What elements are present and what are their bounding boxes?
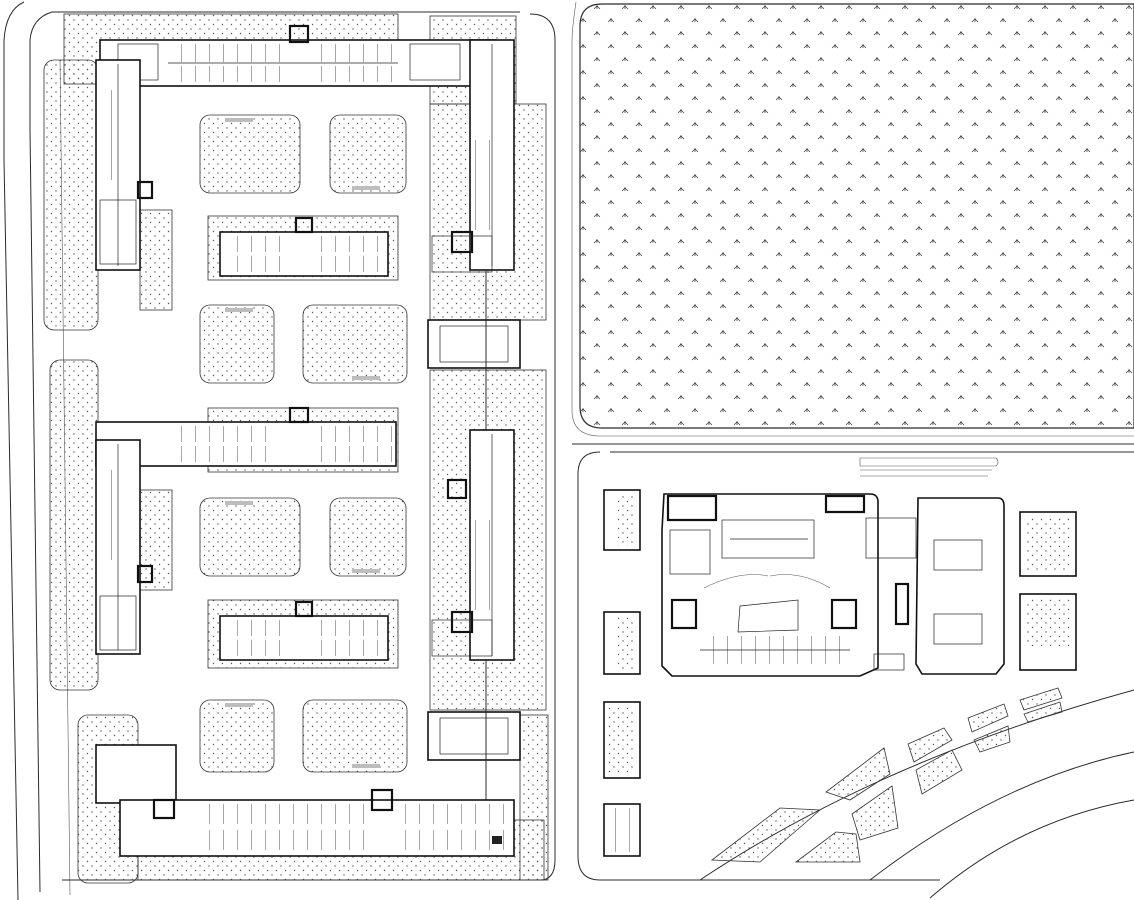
bench-7 [225, 703, 253, 707]
curved-road-2 [869, 751, 1134, 881]
courtyard-7 [199, 699, 275, 773]
bench-4 [352, 376, 380, 380]
dormitory-wing-east-upper [431, 39, 515, 273]
annex [865, 497, 1005, 675]
central-building-area [577, 451, 1134, 899]
dormitory-wing-west-upper [95, 59, 154, 271]
courtyard-west-gap-2 [139, 489, 173, 591]
curved-road-3 [929, 799, 1134, 899]
landscape-strip-west-2 [49, 359, 99, 691]
bench-1 [225, 118, 253, 122]
pavilion-2 [427, 660, 521, 800]
main-hall [661, 493, 879, 677]
west-campus [3, 1, 556, 900]
planter-5-fill [1024, 516, 1072, 572]
courtyard-8 [302, 699, 408, 773]
curved-bed-2 [794, 831, 861, 863]
courtyard-1 [199, 114, 301, 194]
dormitory-block-mid-2 [219, 600, 389, 661]
curved-bed-7 [967, 703, 1009, 733]
courtyard-3 [199, 304, 275, 384]
landscape-strip-west-1 [43, 59, 99, 331]
curved-bed-8 [973, 725, 1011, 753]
west-road-outer [3, 1, 25, 900]
curved-bed-5 [907, 727, 953, 763]
bench-8 [352, 764, 380, 768]
curved-bed-3 [825, 747, 891, 801]
planter-6-fill [1024, 598, 1072, 646]
curved-bed-6 [915, 749, 963, 795]
courtyard-4 [302, 304, 408, 384]
curved-bed-1 [710, 807, 822, 863]
dormitory-wing-south [95, 744, 515, 857]
curved-bed-10 [1023, 701, 1063, 723]
east-south-site-boundary [577, 451, 1134, 881]
dormitory-wing-north-2 [95, 406, 397, 467]
dormitory-wing-north [99, 24, 496, 87]
pavilion-1 [427, 270, 521, 430]
curved-bed-4 [851, 785, 899, 841]
planter-1-fill [618, 494, 636, 546]
dormitory-wing-west-lower [95, 439, 154, 655]
bench-6 [352, 569, 380, 573]
west-road-inner [29, 11, 520, 893]
planter-2-fill [618, 616, 636, 670]
planter-4-fill [608, 808, 636, 852]
service-strip [859, 457, 999, 477]
east-lawn [571, 1, 1134, 445]
east-lawn-inner-edge [571, 1, 1134, 437]
curved-bed-9 [1019, 687, 1063, 711]
courtyard-5 [199, 497, 301, 577]
courtyard-2 [329, 114, 407, 194]
dormitory-block-mid-1 [219, 216, 389, 277]
bench-2 [352, 186, 380, 190]
planter-3-fill [608, 706, 636, 774]
bench-5 [225, 501, 253, 505]
east-lawn-boundary [579, 3, 1134, 429]
landscape-strip-east-3 [519, 714, 549, 881]
bench-3 [225, 308, 253, 312]
courtyard-west-gap-1 [139, 209, 173, 311]
courtyard-6 [329, 497, 407, 577]
dormitory-wing-east-lower [431, 429, 515, 661]
